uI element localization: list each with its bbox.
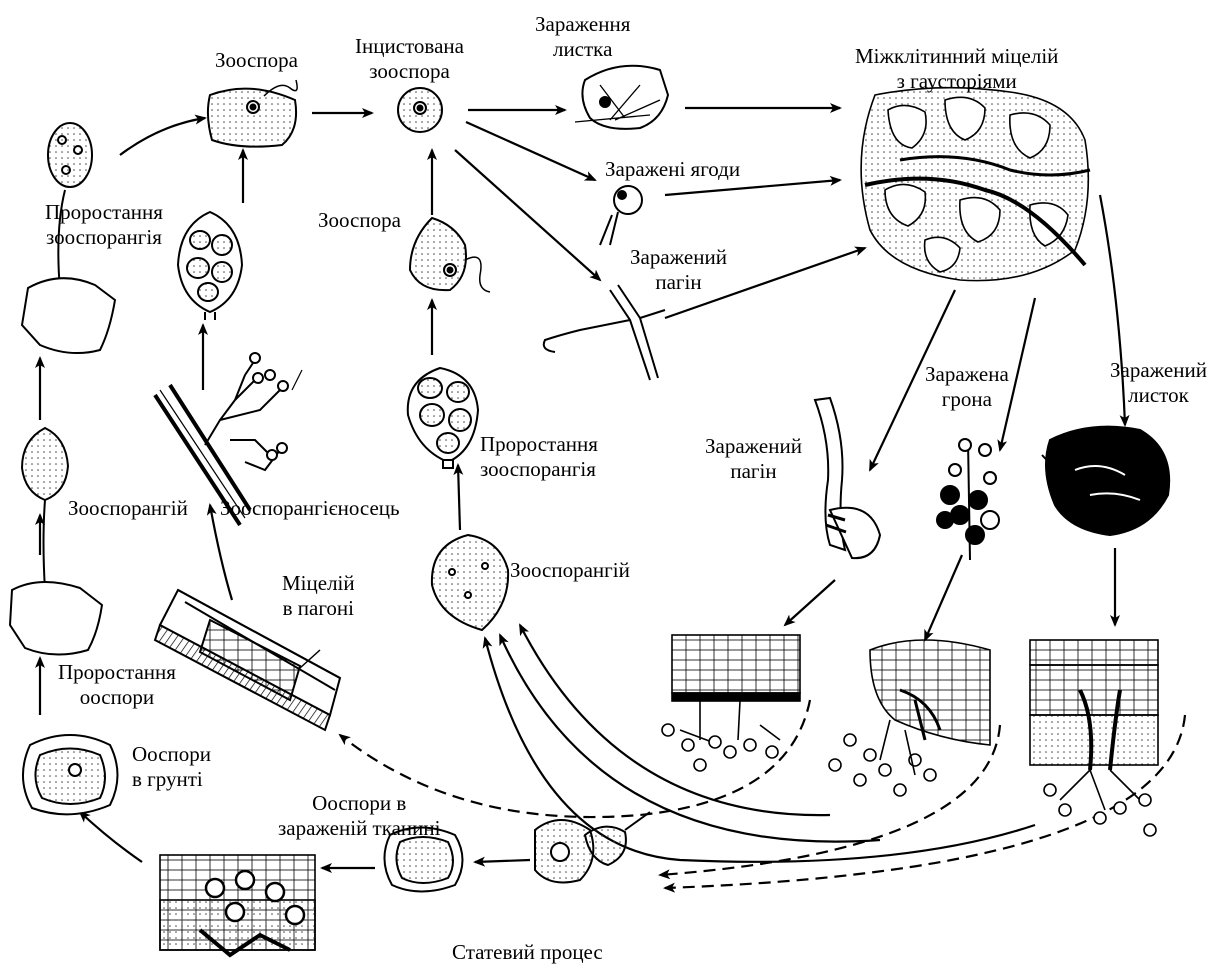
label-oospores-in-tissue: Ооспори в зараженій тканині bbox=[278, 791, 440, 841]
label-mycelium-in-shoot: Міцелій в пагоні bbox=[282, 571, 355, 621]
sexual-process-drawing bbox=[535, 812, 650, 882]
zoospore-mid bbox=[410, 218, 490, 292]
arrow-zoosporangium-to-zoospore bbox=[120, 118, 205, 155]
oospores-in-tissue-drawing bbox=[160, 855, 315, 955]
leaf-tissue-section bbox=[1030, 640, 1158, 836]
infected-shoot-drawing bbox=[544, 285, 665, 380]
berry-tissue-section bbox=[829, 640, 990, 796]
label-intercellular-mycelium: Міжклітинний міцелій з гаусторіями bbox=[855, 44, 1058, 94]
label-zoosporangium-germination-mid: Проростання зооспорангія bbox=[480, 432, 598, 482]
zoosporangium-left bbox=[10, 428, 102, 655]
label-zoosporangium-left: Зооспорангій bbox=[68, 496, 188, 521]
label-infected-leaf: Заражений листок bbox=[1110, 358, 1207, 408]
sporangium-with-zoospores-mid bbox=[408, 368, 478, 468]
label-zoospore-top: Зооспора bbox=[215, 48, 298, 73]
label-zoosporangium-mid: Зооспорангій bbox=[510, 558, 630, 583]
label-sexual-process: Статевий процес bbox=[452, 940, 603, 965]
oospore-in-soil bbox=[23, 735, 118, 814]
label-infected-shoot-top: Заражений пагін bbox=[630, 245, 727, 295]
arrow-sexual-to-oospore bbox=[475, 860, 530, 862]
arrow-encysted-to-berries bbox=[466, 122, 595, 180]
shoot-tissue-section bbox=[662, 635, 800, 771]
arrow-zoosporangium-mid-up bbox=[458, 465, 460, 530]
label-infected-cluster: Заражена грона bbox=[925, 362, 1009, 412]
label-leaf-infection: Зараження листка bbox=[535, 12, 630, 62]
zoospore-top bbox=[208, 80, 297, 147]
label-oospore-germination: Проростання ооспори bbox=[58, 660, 176, 710]
infected-cluster-drawing bbox=[937, 439, 999, 560]
arrow-shoot-to-section bbox=[785, 580, 835, 625]
sporangium-with-zoospores-left bbox=[178, 212, 242, 320]
arrow-tissue-to-soil bbox=[80, 812, 142, 862]
berry-drawing bbox=[600, 186, 642, 245]
label-zoosporangium-germination-left: Проростання зооспорангія bbox=[45, 200, 163, 250]
arrow-berries-to-mycelium bbox=[665, 180, 840, 195]
label-oospores-in-soil: Ооспори в грунті bbox=[132, 742, 211, 792]
arrow-cluster-to-section bbox=[925, 555, 962, 640]
label-infected-berries: Заражені ягоди bbox=[605, 157, 740, 182]
label-infected-shoot-right: Заражений пагін bbox=[705, 434, 802, 484]
arrow-encysted-to-shoot bbox=[455, 150, 600, 280]
label-zoospore-mid: Зооспора bbox=[318, 208, 401, 233]
zoosporangium-mid bbox=[432, 535, 508, 630]
leaf-drawing bbox=[575, 66, 668, 129]
infected-shoot-right-drawing bbox=[815, 398, 880, 558]
label-encysted-zoospore: Інцистована зооспора bbox=[355, 34, 464, 84]
intercellular-mycelium-drawing bbox=[861, 88, 1090, 281]
encysted-zoospore bbox=[398, 88, 442, 132]
infected-leaf-drawing bbox=[1042, 427, 1169, 535]
label-sporangiophore: Зооспорангієносець bbox=[220, 496, 400, 521]
